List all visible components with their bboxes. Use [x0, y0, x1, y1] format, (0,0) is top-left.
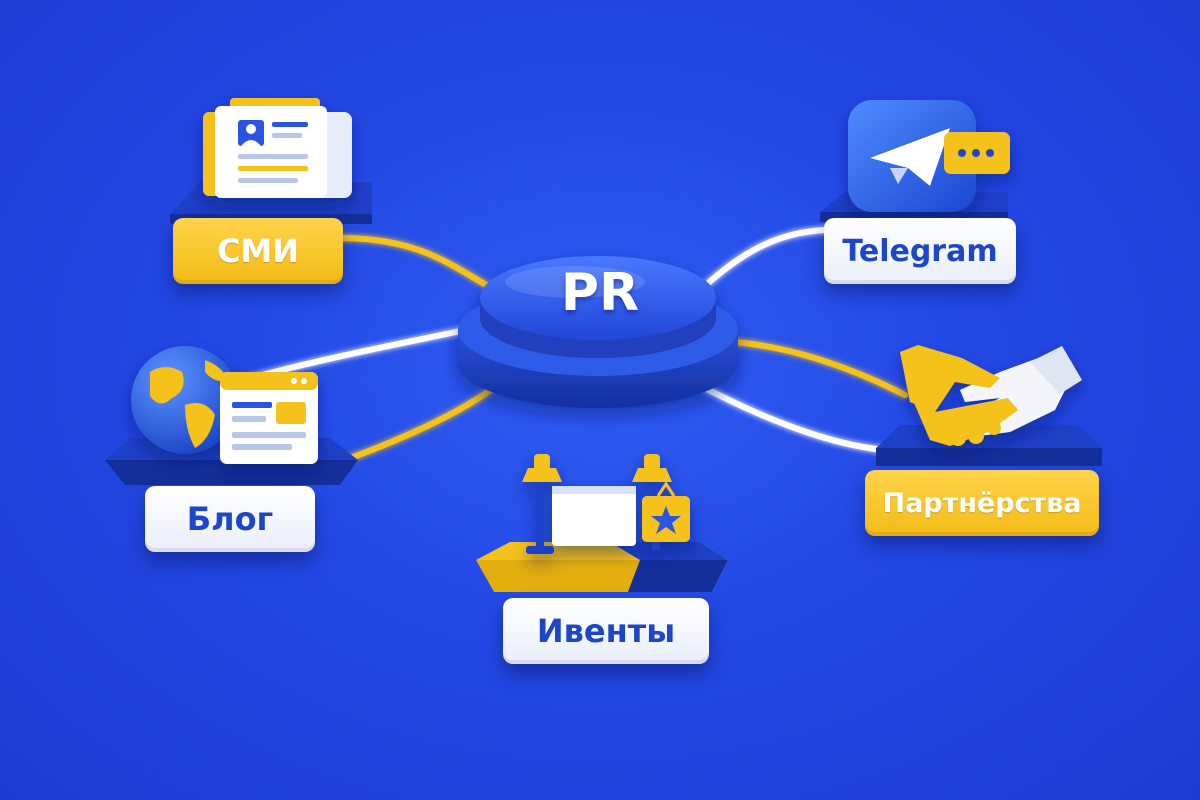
node-label-partners: Партнёрства: [865, 470, 1099, 536]
node-label-telegram: Telegram: [824, 218, 1016, 284]
hub-button: [458, 256, 738, 408]
node-label-smi: СМИ: [173, 218, 343, 284]
telegram-icon: [820, 100, 1010, 222]
globe-browser-icon: [105, 346, 358, 485]
newspaper-icon: [170, 98, 372, 224]
node-label-events: Ивенты: [503, 598, 709, 664]
connector-partners-yellow: [732, 339, 908, 398]
handshake-icon: [876, 345, 1102, 466]
hub-label: PR: [560, 263, 640, 323]
connector-smi: [337, 235, 498, 293]
connector-telegram: [703, 227, 829, 288]
node-label-blog: Блог: [145, 486, 315, 552]
connector-partners-white: [687, 377, 888, 453]
connector-blog-yellow: [337, 375, 508, 465]
event-stage-icon: [476, 454, 728, 592]
